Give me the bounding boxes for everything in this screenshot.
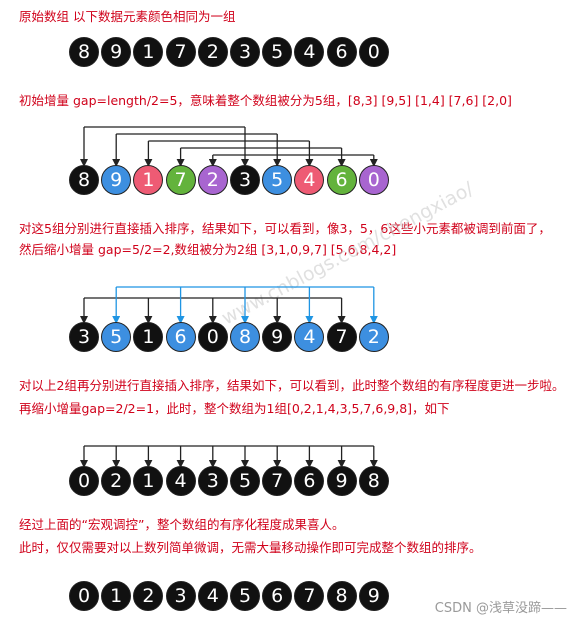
array-element-r4-9: 8: [358, 466, 389, 496]
array-element-r4-6: 7: [262, 466, 293, 496]
caption-macro-control: 经过上面的“宏观调控”，整个数组的有序化程度成果喜人。: [19, 517, 345, 532]
array-element-r4-1: 2: [101, 466, 132, 496]
caption-gap1: 再缩小增量gap=2/2=1，此时，整个数组为1组[0,2,1,4,3,5,7,…: [19, 401, 450, 416]
array-element-r1-9: 0: [358, 37, 389, 67]
caption-after-gap5-sort: 对这5组分别进行直接插入排序，结果如下，可以看到，像3，5，6这些小元素都被调到…: [19, 221, 551, 236]
array-element-r1-6: 5: [262, 37, 293, 67]
array-element-r5-5: 5: [230, 581, 260, 611]
array-element-r5-9: 9: [358, 581, 389, 611]
caption-original-array: 原始数组 以下数据元素颜色相同为一组: [19, 9, 236, 24]
footer-credit: CSDN @浅草没蹄——: [434, 601, 567, 616]
array-element-r3-5: 8: [230, 322, 260, 352]
array-element-r2-1: 9: [101, 165, 132, 195]
array-element-r3-6: 9: [262, 322, 293, 352]
array-element-r2-3: 7: [165, 165, 196, 195]
array-element-r5-0: 0: [69, 581, 99, 611]
array-element-r3-1: 5: [101, 322, 132, 352]
array-element-r2-0: 8: [69, 165, 99, 195]
array-element-r1-2: 1: [133, 37, 164, 67]
array-element-r2-9: 0: [358, 165, 389, 195]
array-element-r2-5: 3: [230, 165, 260, 195]
array-element-r5-3: 3: [165, 581, 196, 611]
array-element-r4-4: 3: [197, 466, 228, 496]
array-element-r3-0: 3: [69, 322, 99, 352]
caption-gap2: 然后缩小增量 gap=5/2=2,数组被分为2组 [3,1,0,9,7] [5,…: [19, 242, 397, 257]
array-element-r5-8: 8: [326, 581, 357, 611]
array-element-r2-7: 4: [294, 165, 325, 195]
array-element-r4-3: 4: [165, 466, 196, 496]
array-element-r3-4: 0: [197, 322, 228, 352]
caption-initial-gap: 初始增量 gap=length/2=5，意味着整个数组被分为5组，[8,3] […: [19, 93, 512, 108]
array-element-r5-4: 4: [197, 581, 228, 611]
array-element-r4-8: 9: [326, 466, 357, 496]
array-element-r1-0: 8: [69, 37, 99, 67]
array-element-r5-2: 2: [133, 581, 164, 611]
array-element-r3-2: 1: [133, 322, 164, 352]
array-element-r3-8: 7: [326, 322, 357, 352]
caption-final: 此时，仅仅需要对以上数列简单微调，无需大量移动操作即可完成整个数组的排序。: [19, 540, 482, 555]
array-element-r4-2: 1: [133, 466, 164, 496]
array-element-r2-6: 5: [262, 165, 293, 195]
array-element-r4-5: 5: [230, 466, 260, 496]
array-element-r1-8: 6: [326, 37, 357, 67]
array-element-r5-6: 6: [262, 581, 293, 611]
array-element-r5-7: 7: [294, 581, 325, 611]
array-element-r3-9: 2: [358, 322, 389, 352]
array-element-r5-1: 1: [101, 581, 132, 611]
array-element-r1-5: 3: [230, 37, 260, 67]
array-element-r3-7: 4: [294, 322, 325, 352]
array-element-r2-8: 6: [326, 165, 357, 195]
array-element-r1-3: 7: [165, 37, 196, 67]
array-element-r1-4: 2: [197, 37, 228, 67]
array-element-r1-7: 4: [294, 37, 325, 67]
array-element-r2-2: 1: [133, 165, 164, 195]
array-element-r4-0: 0: [69, 466, 99, 496]
array-element-r2-4: 2: [197, 165, 228, 195]
array-element-r3-3: 6: [165, 322, 196, 352]
caption-after-gap2-sort: 对以上2组再分别进行直接插入排序，结果如下，可以看到，此时整个数组的有序程度更进…: [19, 378, 565, 393]
array-element-r4-7: 6: [294, 466, 325, 496]
array-element-r1-1: 9: [101, 37, 132, 67]
